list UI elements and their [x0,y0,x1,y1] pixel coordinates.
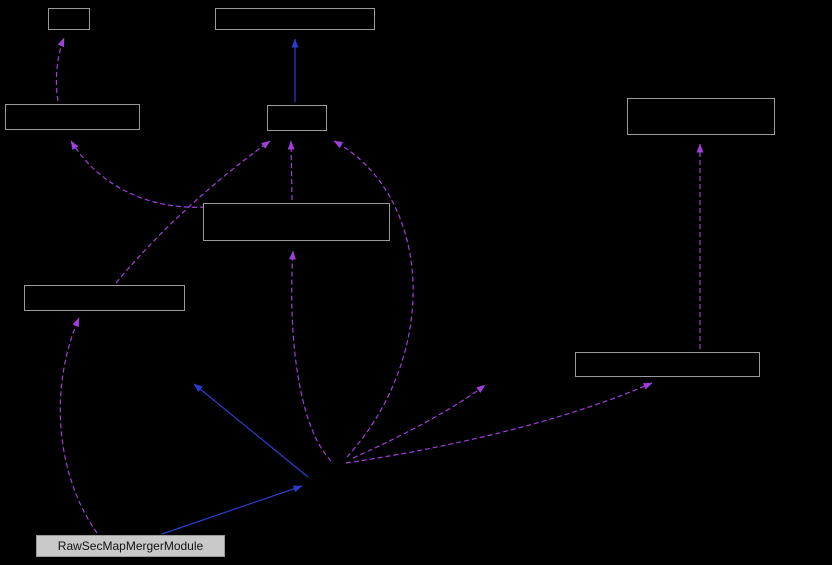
class-node-left-row2[interactable] [5,104,140,130]
class-node-right-row4[interactable] [575,352,760,377]
class-node-top-center[interactable] [215,8,375,30]
inheritance-edge-from-main-right [161,485,303,535]
class-node-right-row2[interactable] [627,98,775,135]
class-node-top-left[interactable] [48,8,90,30]
usage-edge-centerrow3-to-leftrow2 [70,140,206,208]
class-node-center-row2[interactable] [267,105,327,131]
class-node-left-row3[interactable] [24,285,185,311]
class-node-rawsecmapmergermodule[interactable]: RawSecMapMergerModule [36,535,225,557]
usage-edge-hub-to-rightrow4 [345,382,653,464]
usage-edge-leftrow2-to-topleft [55,37,65,102]
usage-edge-hub-to-centerrow3 [288,250,332,462]
main-node-label: RawSecMapMergerModule [57,539,204,553]
class-node-center-row3[interactable] [203,203,390,241]
usage-edge-hub-stub-right [352,384,486,459]
usage-edge-main-to-leftrow3 [59,317,98,534]
usage-edge-centerrow3-to-centerrow2 [287,140,295,201]
inheritance-edge-from-main-upleft [193,383,309,478]
usage-edge-hub-to-centerrow2-right [333,140,414,458]
